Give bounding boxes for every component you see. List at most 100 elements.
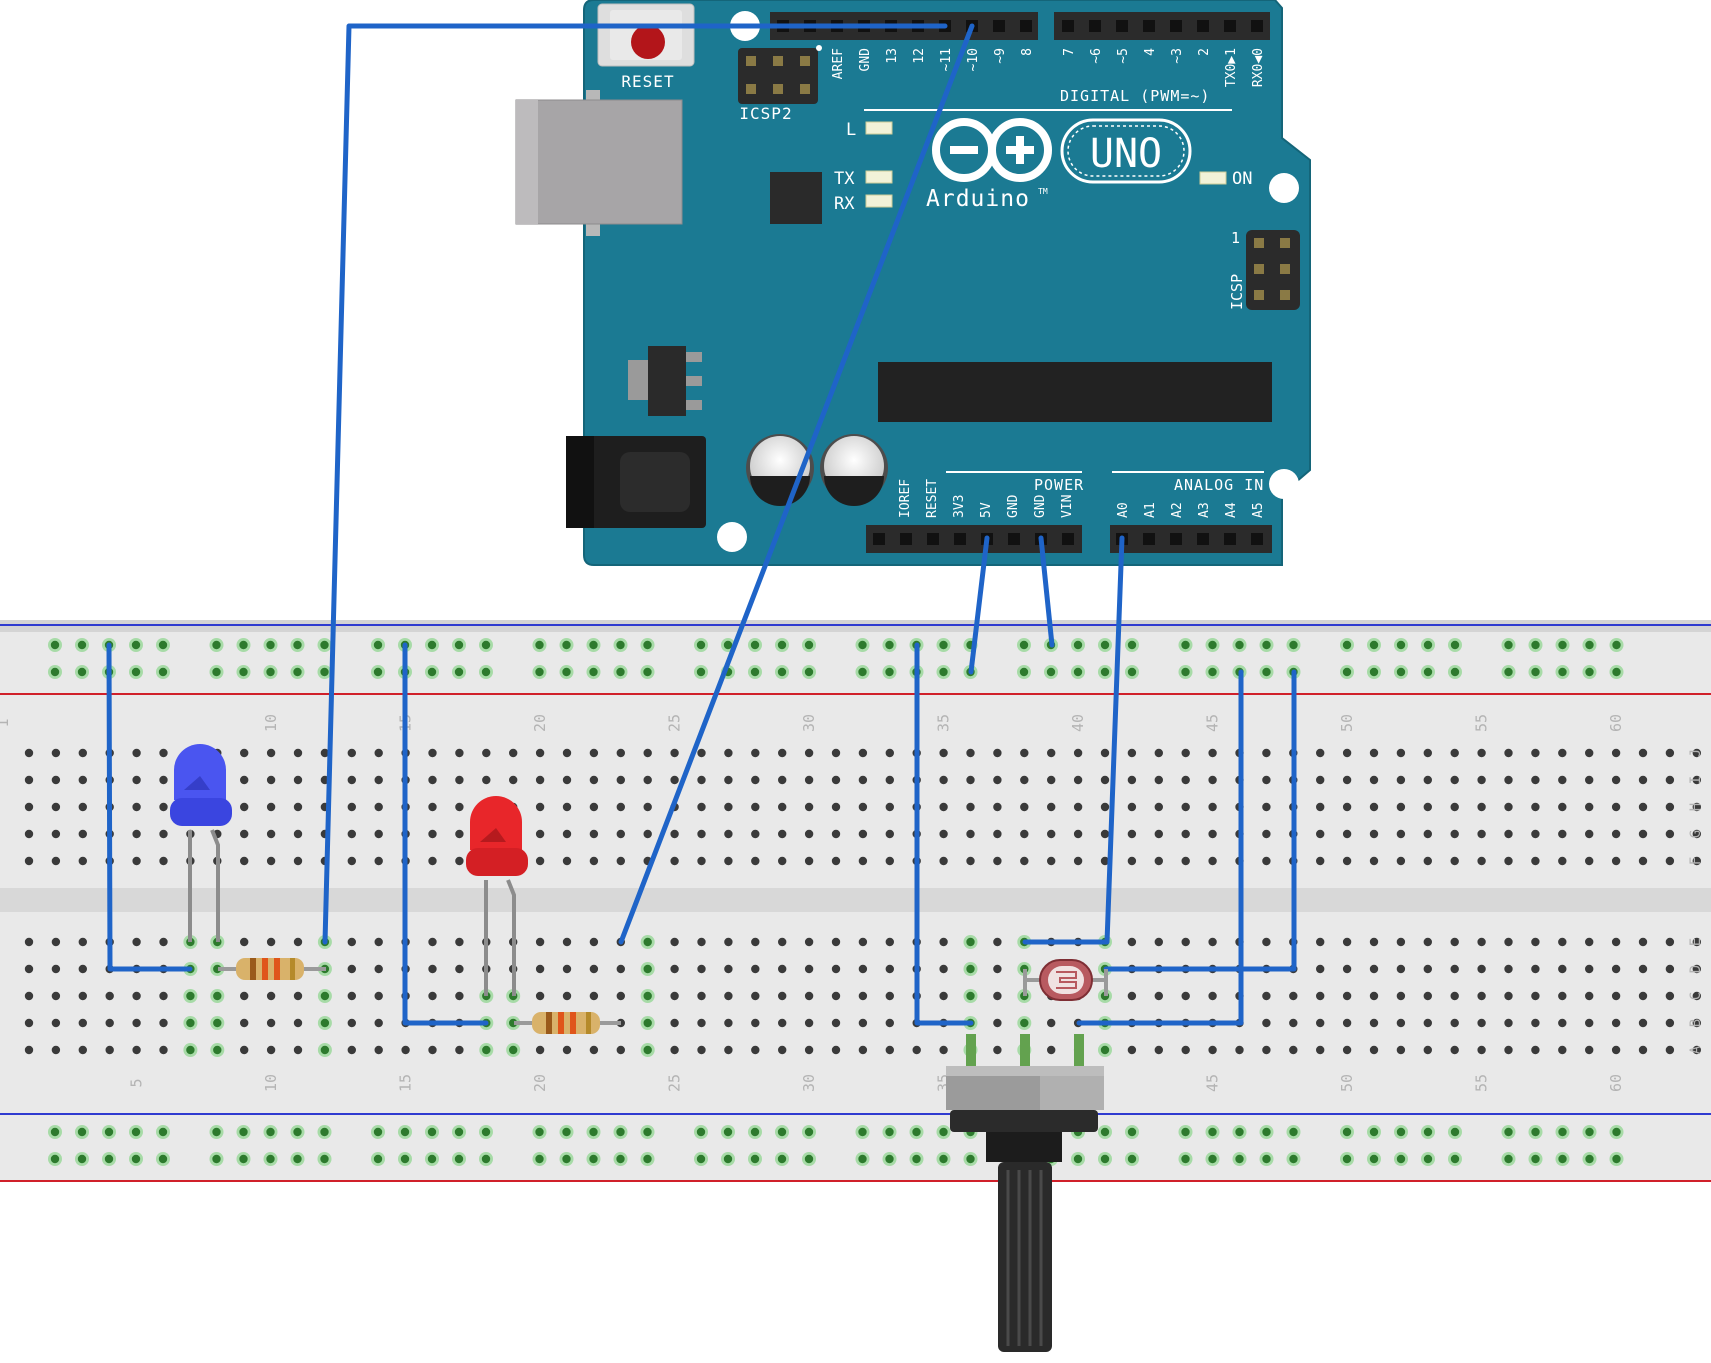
rail-hole xyxy=(320,667,329,677)
rail-hole xyxy=(589,667,598,677)
breadboard-hole xyxy=(428,748,437,758)
rail-hole xyxy=(1262,667,1271,677)
breadboard-hole xyxy=(1531,856,1540,866)
breadboard-hole xyxy=(993,748,1002,758)
breadboard-hole xyxy=(1638,802,1648,812)
breadboard-hole xyxy=(939,1045,948,1055)
breadboard-hole xyxy=(993,775,1002,785)
breadboard-hole xyxy=(751,775,760,785)
breadboard-hole xyxy=(1504,856,1513,866)
row-letter: I xyxy=(1688,776,1704,784)
breadboard-hole xyxy=(643,1045,652,1055)
reset-button[interactable] xyxy=(597,3,695,67)
rail-hole xyxy=(400,1127,410,1137)
rail-hole xyxy=(1531,640,1540,650)
breadboard-hole xyxy=(1692,1045,1702,1055)
rail-hole xyxy=(1181,1154,1190,1164)
breadboard-hole xyxy=(885,1045,894,1055)
breadboard-hole xyxy=(858,937,868,947)
breadboard-hole xyxy=(1316,964,1325,974)
breadboard-hole xyxy=(24,856,34,866)
breadboard-hole xyxy=(293,937,303,947)
breadboard-hole xyxy=(1611,964,1621,974)
breadboard-hole xyxy=(589,829,599,839)
breadboard-hole xyxy=(1665,991,1675,1001)
breadboard-hole xyxy=(1262,775,1271,785)
breadboard-hole xyxy=(1181,748,1190,758)
rail-hole xyxy=(131,640,141,650)
rail-hole xyxy=(1342,1127,1352,1137)
rail-hole xyxy=(1019,640,1029,650)
rail-hole xyxy=(1235,640,1244,650)
uno-badge xyxy=(1060,118,1192,184)
breadboard-hole xyxy=(535,775,545,785)
breadboard-hole xyxy=(831,748,841,758)
breadboard-hole xyxy=(670,775,679,785)
rail-hole xyxy=(1127,640,1137,650)
breadboard-hole xyxy=(455,991,464,1001)
breadboard-hole xyxy=(428,964,437,974)
breadboard-hole xyxy=(831,991,841,1001)
rail-hole xyxy=(1531,1154,1540,1164)
breadboard-hole xyxy=(1073,829,1083,839)
header-socket xyxy=(1089,20,1101,32)
breadboard-hole xyxy=(858,775,868,785)
analog-pin-label: A0 xyxy=(1116,502,1131,518)
breadboard-hole xyxy=(724,829,733,839)
breadboard-hole xyxy=(1558,802,1567,812)
breadboard-hole xyxy=(697,964,706,974)
breadboard-hole xyxy=(885,937,894,947)
breadboard-hole xyxy=(509,1045,518,1055)
rail-hole xyxy=(1612,667,1621,677)
rail-hole xyxy=(454,1154,464,1164)
potentiometer[interactable] xyxy=(946,1034,1104,1352)
breadboard-hole xyxy=(1531,964,1540,974)
breadboard-hole xyxy=(778,1018,787,1028)
rail-hole xyxy=(1235,1127,1244,1137)
rail-hole xyxy=(858,1127,867,1137)
breadboard-hole xyxy=(616,829,625,839)
breadboard-hole xyxy=(293,775,303,785)
breadboard-hole xyxy=(1504,748,1513,758)
breadboard-hole xyxy=(105,1018,114,1028)
breadboard-hole xyxy=(1342,991,1352,1001)
rail-hole xyxy=(481,1127,491,1137)
icsp-pin1-label: 1 xyxy=(1231,229,1240,247)
wire-gnd-rail-to-red-led xyxy=(402,642,489,1026)
breadboard-hole xyxy=(1531,802,1540,812)
breadboard-hole xyxy=(266,991,276,1001)
breadboard-hole xyxy=(885,829,894,839)
analog-label: ANALOG IN xyxy=(1174,476,1264,494)
breadboard-hole xyxy=(966,829,975,839)
rail-hole xyxy=(1585,667,1594,677)
breadboard-hole xyxy=(401,1045,410,1055)
rail-hole xyxy=(1073,667,1083,677)
breadboard-hole xyxy=(1692,829,1702,839)
breadboard-hole xyxy=(804,937,814,947)
wire-rail-to-pot xyxy=(914,642,974,1026)
breadboard-hole xyxy=(320,991,330,1001)
arduino-uno-board: RESET ICSP2 xyxy=(515,0,1311,566)
row-letter: D xyxy=(1688,965,1704,973)
analog-pin-label: A5 xyxy=(1251,502,1266,518)
breadboard-hole xyxy=(1047,829,1056,839)
potentiometer-knob[interactable] xyxy=(998,1162,1052,1352)
breadboard-hole xyxy=(159,991,168,1001)
rail-hole xyxy=(696,1154,706,1164)
breadboard-hole xyxy=(751,829,760,839)
breadboard-hole xyxy=(616,748,625,758)
breadboard-hole xyxy=(482,775,491,785)
breadboard-hole xyxy=(132,802,141,812)
resistor-2 xyxy=(514,1012,621,1034)
header-socket xyxy=(1143,20,1155,32)
breadboard-hole xyxy=(213,1018,222,1028)
rail-hole xyxy=(1342,640,1352,650)
logo-minus-icon xyxy=(950,146,978,154)
breadboard-hole xyxy=(24,964,34,974)
breadboard-hole xyxy=(1558,775,1567,785)
breadboard-hole xyxy=(1262,829,1271,839)
rail-hole xyxy=(1558,1127,1567,1137)
rail-hole xyxy=(1504,667,1513,677)
breadboard-hole xyxy=(724,964,733,974)
breadboard-hole xyxy=(535,802,545,812)
